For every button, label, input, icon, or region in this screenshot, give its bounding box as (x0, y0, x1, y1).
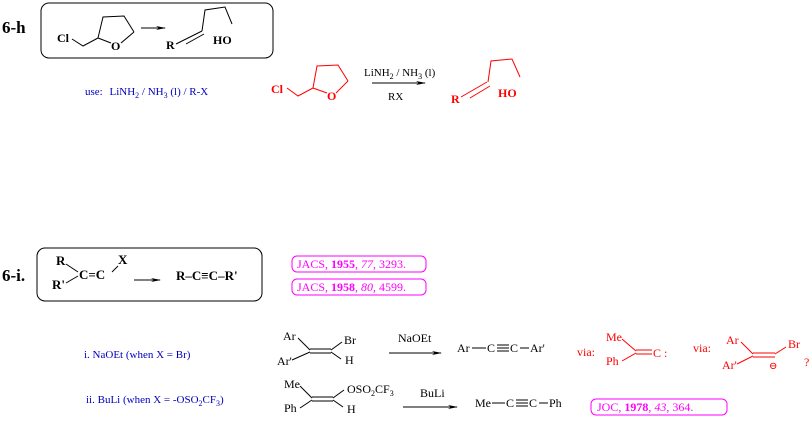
svg-text:Ar: Ar (457, 341, 470, 355)
box-6i-r-prime: R' (52, 277, 65, 292)
ref-joc-1978[interactable]: JOC, 1978, 43, 364. (590, 398, 728, 416)
section-label-6h: 6-h (2, 18, 26, 37)
scheme-6h-o: O (327, 89, 336, 103)
svg-text:JACS, 1955, 77, 3293.: JACS, 1955, 77, 3293. (297, 257, 406, 271)
box-6h-thf-ring (71, 15, 135, 47)
reaction-i-product: Ar C C Ar' (457, 341, 545, 355)
box-6i: R R' C=C X R–C≡C–R' (36, 247, 263, 302)
scheme-6h-alkyne (460, 58, 521, 99)
scheme-6h-conditions-top: LiNH2 / NH3 (l) (364, 67, 436, 81)
box-6h: Cl O R HO (40, 2, 274, 59)
svg-text:Ar': Ar' (277, 354, 292, 368)
svg-text:Ar: Ar (726, 333, 739, 347)
svg-text:via:: via: (693, 341, 711, 355)
scheme-6h-thf-ring (286, 64, 349, 97)
svg-text:Me: Me (284, 377, 300, 391)
box-6i-x: X (118, 252, 128, 267)
svg-text:Ph: Ph (606, 354, 619, 368)
box-6i-c-eq-c: C=C (79, 267, 105, 282)
reaction-i-condition: i. NaOEt (when X = Br) (84, 349, 191, 361)
svg-text:H: H (345, 353, 354, 367)
reaction-ii-condition: ii. BuLi (when X = -OSO2CF3) (86, 394, 224, 408)
box-6i-product: R–C≡C–R' (176, 268, 238, 283)
svg-text:JACS, 1958, 80, 4599.: JACS, 1958, 80, 4599. (297, 280, 406, 294)
via-carbene: via: Me Ph C : (577, 330, 667, 368)
reaction-i-reagent: NaOEt (398, 331, 432, 345)
box-6h-ho: HO (213, 33, 232, 47)
svg-text:Me: Me (606, 330, 622, 344)
box-6h-alkyne (175, 6, 233, 45)
svg-text:Ar': Ar' (530, 341, 545, 355)
svg-text:C :: C : (653, 346, 667, 360)
svg-text:C: C (506, 396, 514, 410)
scheme-6h-ho: HO (498, 86, 517, 100)
svg-text:Br: Br (344, 333, 356, 347)
svg-text:via:: via: (577, 345, 595, 359)
via-vinyl-anion: via: Ar Ar' Br ⊖ ? (693, 333, 809, 372)
svg-text:C: C (529, 396, 537, 410)
svg-text:⊖: ⊖ (769, 361, 777, 372)
svg-text:OSO2CF3: OSO2CF3 (347, 382, 394, 398)
svg-text:JOC, 1978, 43, 364.: JOC, 1978, 43, 364. (597, 400, 693, 414)
svg-text:Br: Br (788, 337, 800, 351)
reaction-ii-substrate: Me Ph OSO2CF3 H (284, 377, 394, 416)
box-6i-r: R (56, 253, 66, 268)
box-6h-cl: Cl (57, 31, 70, 45)
svg-text:Me: Me (475, 396, 491, 410)
scheme-6h-r: R (451, 92, 460, 106)
svg-text:H: H (347, 402, 356, 416)
scheme-6h-cl: Cl (271, 82, 284, 96)
ref-jacs-1955[interactable]: JACS, 1955, 77, 3293. (291, 255, 427, 273)
reaction-i-substrate: Ar Ar' Br H (277, 329, 356, 368)
reaction-ii-reagent: BuLi (420, 386, 445, 400)
svg-text:?: ? (804, 355, 809, 369)
svg-text:Ph: Ph (284, 401, 297, 415)
hint-6h: use: LiNH2 / NH3 (l) / R-X (85, 86, 208, 100)
box-6h-o: O (111, 39, 120, 53)
box-6h-r: R (166, 38, 175, 52)
svg-text:C: C (510, 341, 518, 355)
reaction-ii-product: Me C C Ph (475, 396, 562, 410)
scheme-6h-conditions-bottom: RX (388, 91, 403, 103)
svg-text:Ar': Ar' (722, 358, 737, 372)
section-label-6i: 6-i. (2, 266, 25, 285)
svg-text:Ph: Ph (549, 396, 562, 410)
svg-text:C: C (487, 341, 495, 355)
ref-jacs-1958[interactable]: JACS, 1958, 80, 4599. (291, 278, 427, 296)
scheme-6h: Cl O LiNH2 / NH3 (l) RX R HO (271, 58, 521, 106)
svg-text:Ar: Ar (283, 329, 296, 343)
